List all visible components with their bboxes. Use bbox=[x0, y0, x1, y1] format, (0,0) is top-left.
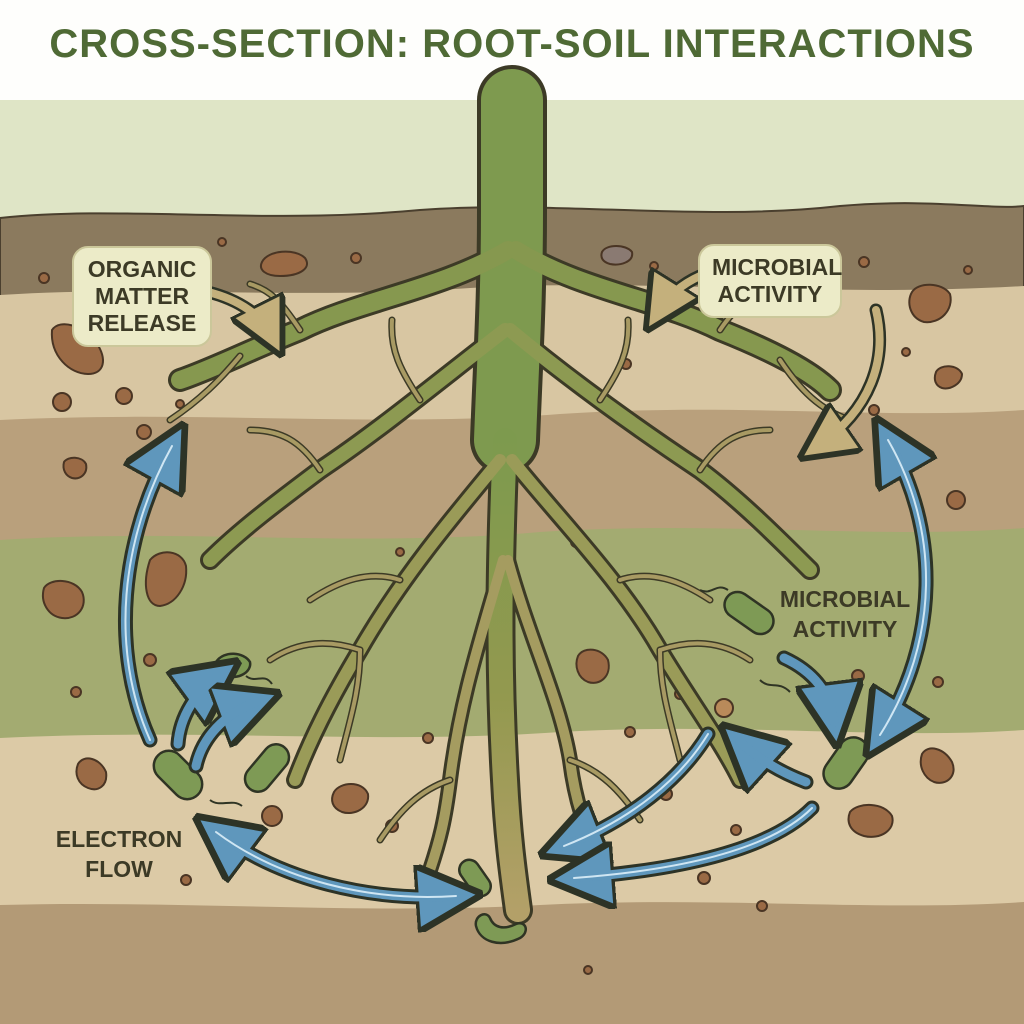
pebble bbox=[144, 551, 188, 608]
microbe bbox=[723, 590, 775, 636]
label-line: FLOW bbox=[85, 856, 153, 882]
pebble bbox=[331, 783, 370, 814]
pebble bbox=[350, 252, 362, 264]
pebble bbox=[714, 698, 734, 718]
pebble bbox=[649, 261, 659, 271]
pebble bbox=[901, 347, 911, 357]
pebble bbox=[868, 404, 880, 416]
label-line: ELECTRON bbox=[55, 826, 183, 852]
bottom-layer bbox=[0, 902, 1024, 1024]
pebble bbox=[933, 365, 964, 390]
callout-line: ACTIVITY bbox=[717, 281, 823, 307]
pebble bbox=[175, 399, 185, 409]
callout-line: RELEASE bbox=[87, 310, 197, 336]
pebble bbox=[136, 424, 152, 440]
pebble bbox=[395, 547, 405, 557]
organic-matter-callout: ORGANIC MATTER RELEASE bbox=[72, 246, 212, 347]
pebble bbox=[963, 265, 973, 275]
pebble bbox=[908, 283, 952, 324]
electron-flow-arrows bbox=[118, 440, 926, 897]
pebble bbox=[260, 250, 308, 278]
pebble bbox=[583, 965, 593, 975]
label-line: MICROBIAL bbox=[779, 586, 911, 612]
label-line: ACTIVITY bbox=[792, 616, 898, 642]
pebble bbox=[847, 804, 894, 838]
pebble bbox=[946, 490, 966, 510]
pebble bbox=[115, 387, 133, 405]
pebble bbox=[697, 871, 711, 885]
pebble bbox=[756, 900, 768, 912]
matter-arrows bbox=[201, 276, 886, 446]
diagram-title: CROSS-SECTION: ROOT-SOIL INTERACTIONS bbox=[49, 22, 975, 66]
microbial-activity-callout: MICROBIAL ACTIVITY bbox=[698, 244, 842, 318]
pebble bbox=[75, 757, 108, 791]
pebble bbox=[143, 653, 157, 667]
pebble bbox=[422, 732, 434, 744]
microbial-activity-label: MICROBIAL ACTIVITY bbox=[770, 584, 920, 644]
pebble bbox=[70, 686, 82, 698]
pebble bbox=[932, 676, 944, 688]
pebble bbox=[600, 245, 634, 266]
callout-line: MATTER bbox=[94, 283, 190, 309]
callout-line: MICROBIAL bbox=[712, 254, 843, 280]
pebble bbox=[858, 256, 870, 268]
pebble bbox=[624, 726, 636, 738]
pebble bbox=[62, 456, 88, 480]
pebble bbox=[42, 580, 85, 620]
pebble bbox=[730, 824, 742, 836]
pebble bbox=[217, 237, 227, 247]
callout-line: ORGANIC bbox=[87, 256, 197, 282]
pebble bbox=[52, 392, 72, 412]
pebble bbox=[38, 272, 50, 284]
microbe bbox=[152, 749, 204, 801]
pebble bbox=[261, 805, 283, 827]
pebble bbox=[575, 648, 610, 684]
electron-flow-label: ELECTRON FLOW bbox=[44, 824, 194, 884]
pebble bbox=[851, 669, 865, 683]
